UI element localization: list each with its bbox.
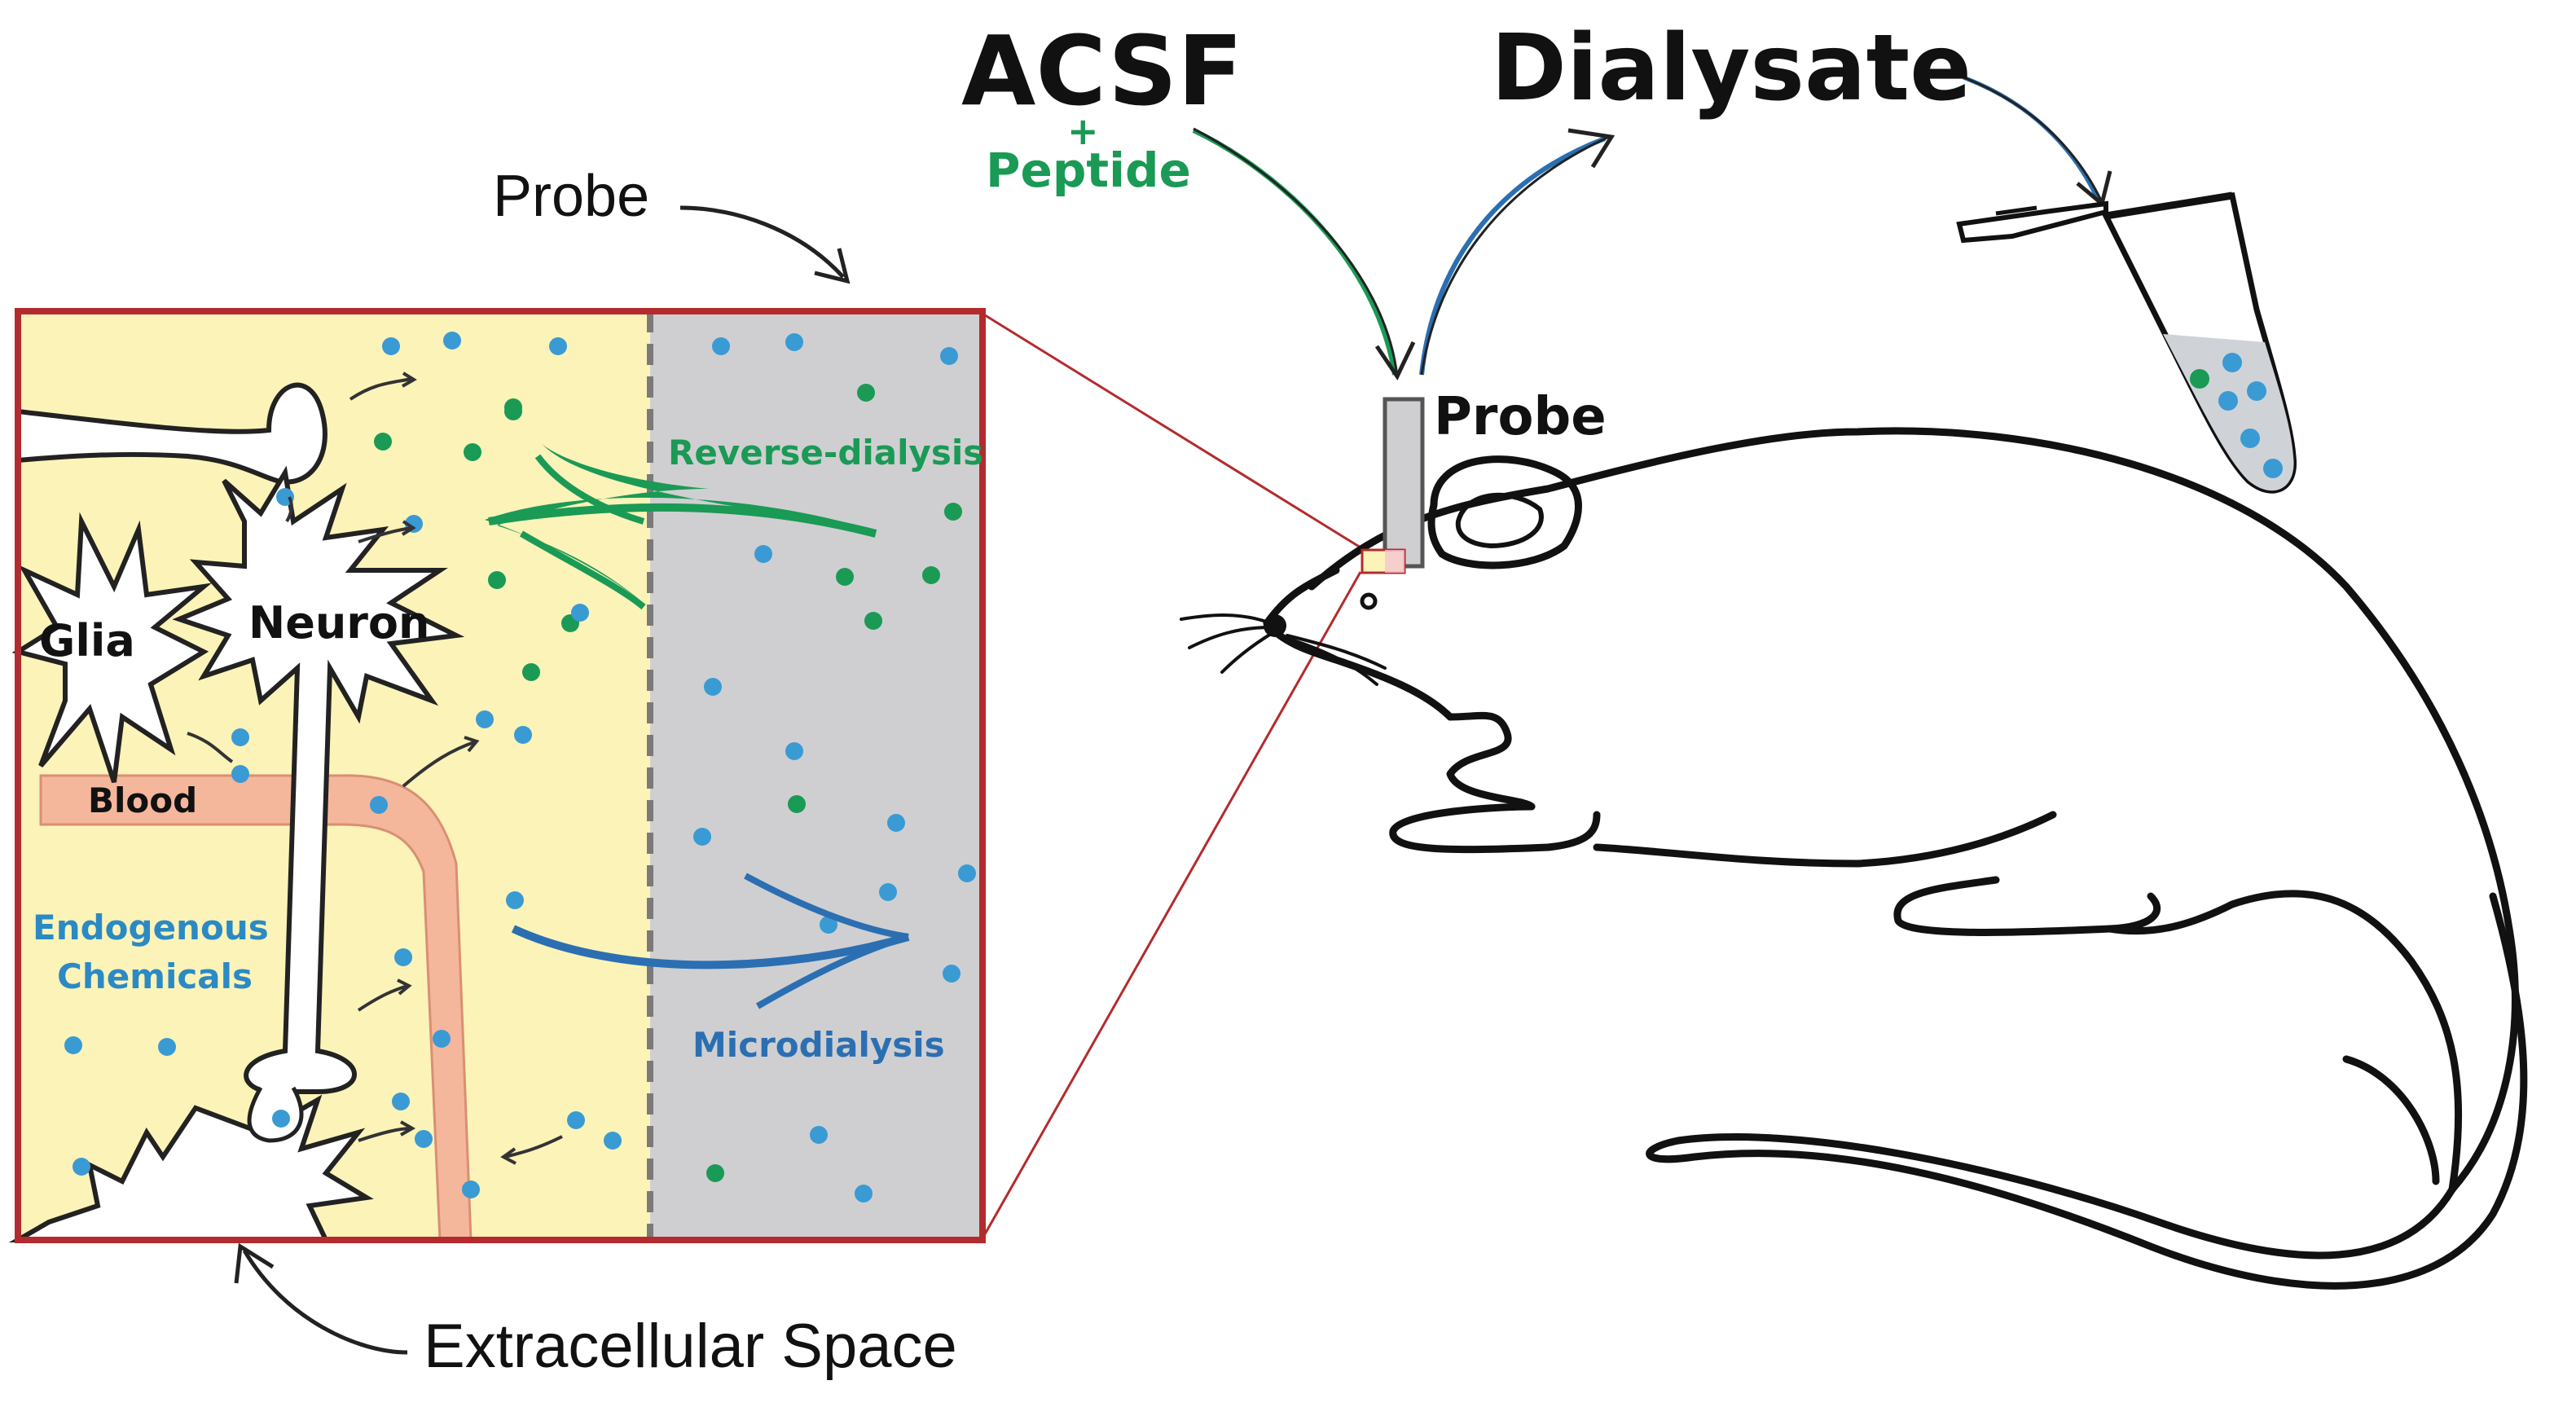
dialysate-outflow-arrow: [1419, 136, 1607, 376]
zoom-line-bottom: [981, 571, 1362, 1239]
probe-lumen-region: [650, 311, 982, 1240]
endogenous-label: Endogenous: [33, 908, 269, 948]
blood-vessel-icon: [39, 774, 473, 1242]
probe-top-label: Probe: [493, 164, 650, 229]
plus-label: +: [1067, 109, 1099, 153]
peptide-dots-extracellular: [374, 398, 579, 681]
inset-border: [15, 308, 986, 1243]
reverse-dialysis-label: Reverse-dialysis: [668, 433, 984, 473]
rat-eye-icon: [1360, 592, 1378, 610]
chemical-dots-extracellular: [64, 332, 622, 1198]
dialysate-label: Dialysate: [1491, 15, 1972, 121]
diffusion-arrows: [187, 372, 563, 1165]
neuron-label: Neuron: [248, 597, 430, 649]
chemical-dots-probe: [693, 333, 976, 1203]
tube-arrow: [1963, 75, 2100, 201]
probe-label-arrow: [679, 205, 845, 279]
probe-side-label: Probe: [1434, 387, 1607, 447]
extracellular-space-label: Extracellular Space: [424, 1312, 957, 1381]
inset-panel: [8, 308, 986, 1243]
axon-top-icon: [17, 382, 327, 485]
acsf-label: ACSF: [961, 15, 1243, 127]
whiskers-icon: [1180, 613, 1387, 686]
rat-icon: [1263, 427, 2528, 1290]
microdialysis-label: Microdialysis: [692, 1025, 945, 1065]
probe-icon: [1383, 397, 1425, 569]
glia-label: Glia: [39, 615, 135, 666]
rat-ear-icon: [1427, 455, 1582, 569]
neuron-icon: [172, 465, 465, 1094]
peptide-label: Peptide: [986, 143, 1191, 198]
collection-tube-icon: [1956, 191, 2297, 494]
blood-label: Blood: [88, 780, 198, 820]
peptide-dots-probe: [706, 384, 962, 1182]
microdialysis-arrow: [511, 925, 910, 970]
rat-nose-icon: [1264, 614, 1286, 637]
chemicals-label: Chemicals: [57, 956, 253, 996]
acsf-inflow-arrow: [1192, 128, 1397, 376]
glia-icon: [11, 512, 213, 783]
extracellular-arrow: [242, 1249, 408, 1355]
zoom-line-top: [982, 312, 1361, 549]
